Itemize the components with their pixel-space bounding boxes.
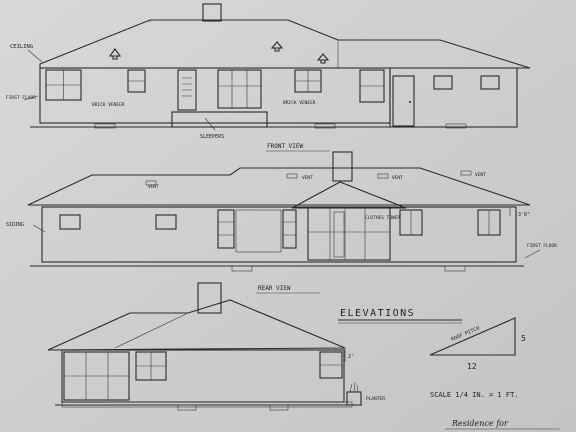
rear-view-elevation (27, 151, 541, 272)
front-window (433, 75, 453, 90)
foundation-vent (231, 265, 253, 272)
rear-siding-wall (41, 206, 517, 263)
vent-label: VENT (392, 175, 403, 181)
roof-vent (377, 173, 389, 179)
front-chimney (202, 3, 222, 22)
front-view-title: FRONT VIEW (267, 143, 304, 150)
front-window (45, 69, 82, 101)
side-dimension-label: 2' (348, 354, 354, 360)
residence-title: Residence for (451, 419, 509, 428)
front-stoop (171, 111, 268, 128)
vent-label: VENT (148, 184, 159, 190)
front-view-elevation (23, 3, 531, 131)
ceiling-label: CEILING (10, 44, 33, 50)
roof-vent (270, 41, 284, 52)
first-floor-label-left: FIRST FLOOR (6, 95, 36, 101)
front-door (177, 69, 197, 111)
pitch-rise-label: 5 (521, 334, 526, 343)
rear-chimney (332, 151, 353, 182)
first-floor-label-right: FIRST FLOOR (527, 243, 557, 249)
rear-window (399, 209, 423, 236)
roof-vent (108, 48, 122, 60)
rear-window (59, 214, 81, 230)
front-window (127, 69, 146, 93)
side-view-elevation (47, 282, 362, 411)
roof-vent (145, 180, 157, 186)
side-porch (63, 351, 130, 401)
front-window (294, 69, 322, 93)
scale-label: SCALE 1/4 IN. = 1 FT. (430, 391, 519, 399)
rear-porch (307, 207, 391, 261)
roof-pitch-diagram (429, 317, 516, 356)
elevations-title: ELEVATIONS (340, 308, 415, 319)
rear-dimension-label: 3'6" (518, 212, 530, 218)
side-chimney (197, 282, 222, 314)
rear-view-title: REAR VIEW (258, 285, 291, 292)
foundation-vent (94, 123, 116, 129)
garage-side-door (392, 75, 415, 127)
foundation-vent (314, 123, 336, 129)
rear-window (477, 209, 501, 236)
foundation-vent (269, 404, 289, 411)
sleepers-label: SLEEPERS (200, 134, 224, 140)
foundation-vent (445, 123, 467, 129)
rear-roof (27, 167, 531, 206)
side-window (319, 351, 343, 379)
front-window (217, 69, 262, 109)
planter-box (346, 381, 362, 406)
front-window (480, 75, 500, 90)
rear-window (217, 209, 297, 253)
roof-vent (460, 170, 472, 176)
pitch-run-label: 12 (467, 362, 477, 371)
vent-label: VENT (302, 175, 313, 181)
brick-veneer-label: BRICK VENEER (92, 102, 125, 108)
roof-vent (286, 173, 298, 179)
siding-label: SIDING (6, 222, 24, 228)
foundation-vent (177, 404, 197, 411)
front-window (359, 69, 385, 103)
vent-label: VENT (475, 172, 486, 178)
brick-veneer-label: BRICK VENEER (283, 100, 316, 106)
roof-vent (316, 53, 330, 64)
foundation-vent (444, 265, 466, 272)
rear-window (155, 214, 177, 230)
side-window (135, 351, 167, 381)
side-roof (47, 299, 346, 351)
clothes-tower-label: CLOTHES TOWER (365, 215, 401, 221)
planter-label: PLANTER (366, 396, 385, 402)
